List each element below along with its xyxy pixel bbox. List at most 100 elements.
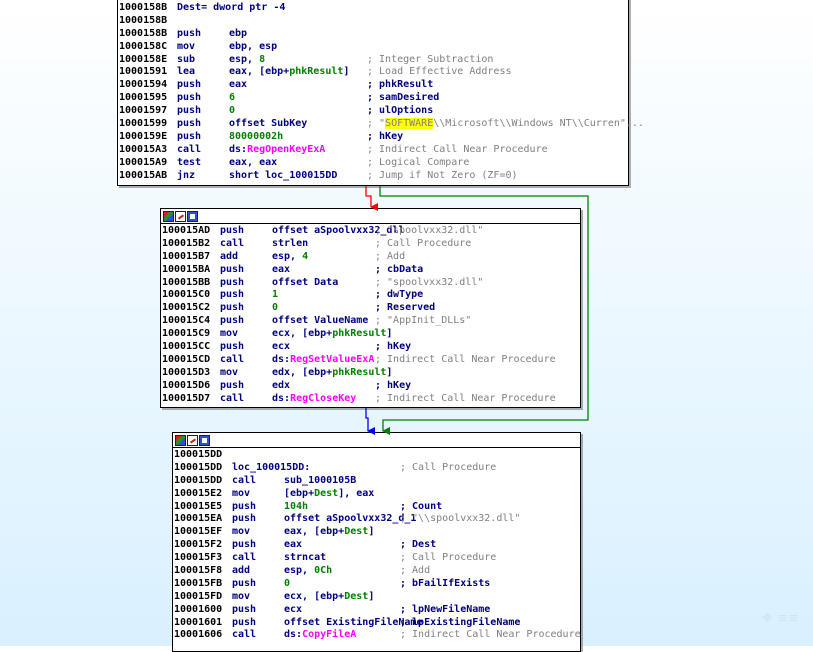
operand-text: offset aSpoolvxx32_d_1 <box>284 513 417 525</box>
instruction-address: 100015BB <box>162 276 211 288</box>
instruction-address: 100015F8 <box>174 565 223 577</box>
operand-number: 0Ch <box>314 565 333 577</box>
code-line[interactable]: 1000158B <box>119 15 628 28</box>
operand-text: offset aSpoolvxx32_dll <box>272 225 405 236</box>
comment-text: ; " <box>367 118 386 130</box>
instruction-address: 100015CC <box>162 341 211 353</box>
operand-number: 4 <box>302 250 309 262</box>
edit-node-icon[interactable] <box>187 434 198 446</box>
comment: ; Count <box>400 500 443 512</box>
instruction-mnemonic: push <box>220 263 245 275</box>
node-menu-icon[interactable] <box>199 434 210 446</box>
instruction-operands: esp, 4 <box>272 251 375 264</box>
instruction-operands: ecx, [ebp+Dest] <box>284 591 400 604</box>
operand-text: eax, [ebp+ <box>284 526 345 538</box>
instruction-mnemonic: sub <box>177 53 196 65</box>
instruction-mnemonic: mov <box>177 40 196 52</box>
instruction-address: 1000158C <box>119 40 168 52</box>
operand-text: [ebp+ <box>284 487 315 499</box>
instruction-address: 10001606 <box>174 629 223 641</box>
instruction-address: 100015DD <box>174 461 223 473</box>
operand-text: ecx, [ebp+ <box>284 590 345 602</box>
instruction-operands: offset ValueName <box>272 315 375 328</box>
graph-color-icon[interactable] <box>175 434 186 446</box>
instruction-mnemonic: mov <box>232 526 251 538</box>
comment: ; Integer Subtraction <box>367 53 494 65</box>
code-line[interactable]: 100015DD <box>174 449 580 462</box>
instruction-operands: strlen <box>272 238 375 251</box>
comment: ; hKey <box>375 341 412 353</box>
comment: ; phkResult <box>367 79 434 91</box>
instruction-mnemonic: push <box>232 500 257 512</box>
graph-color-icon[interactable] <box>163 210 174 222</box>
operand-text: ecx <box>272 341 291 353</box>
instruction-operands: esp, 0Ch <box>284 565 400 578</box>
api-name: RegSetValueExA <box>290 353 375 365</box>
instruction-mnemonic: push <box>220 276 245 288</box>
instruction-mnemonic: mov <box>232 487 251 499</box>
instruction-operands: offset SubKey <box>229 118 367 131</box>
instruction-mnemonic: call <box>232 474 257 486</box>
edit-node-icon[interactable] <box>175 210 186 222</box>
instruction-address: 10001595 <box>119 92 168 104</box>
comment: ; "\\spoolvxx32.dll" <box>400 513 521 525</box>
operand-number: 0 <box>229 105 236 117</box>
operand-text: ] <box>386 366 393 378</box>
operand-text: edx <box>272 379 291 391</box>
instruction-address: 100015DD <box>174 449 223 460</box>
operand-prefix: ds: <box>229 143 248 155</box>
operand-text: short loc_100015DD <box>229 169 338 181</box>
stack-var: Dest <box>314 487 339 499</box>
instruction-operands: ebp <box>229 28 367 41</box>
instruction-mnemonic: push <box>177 105 202 117</box>
operand-text: esp, <box>229 53 260 65</box>
instruction-address: 100015EF <box>174 526 223 538</box>
node-menu-icon[interactable] <box>187 210 198 222</box>
stack-var: phkResult <box>332 328 387 340</box>
